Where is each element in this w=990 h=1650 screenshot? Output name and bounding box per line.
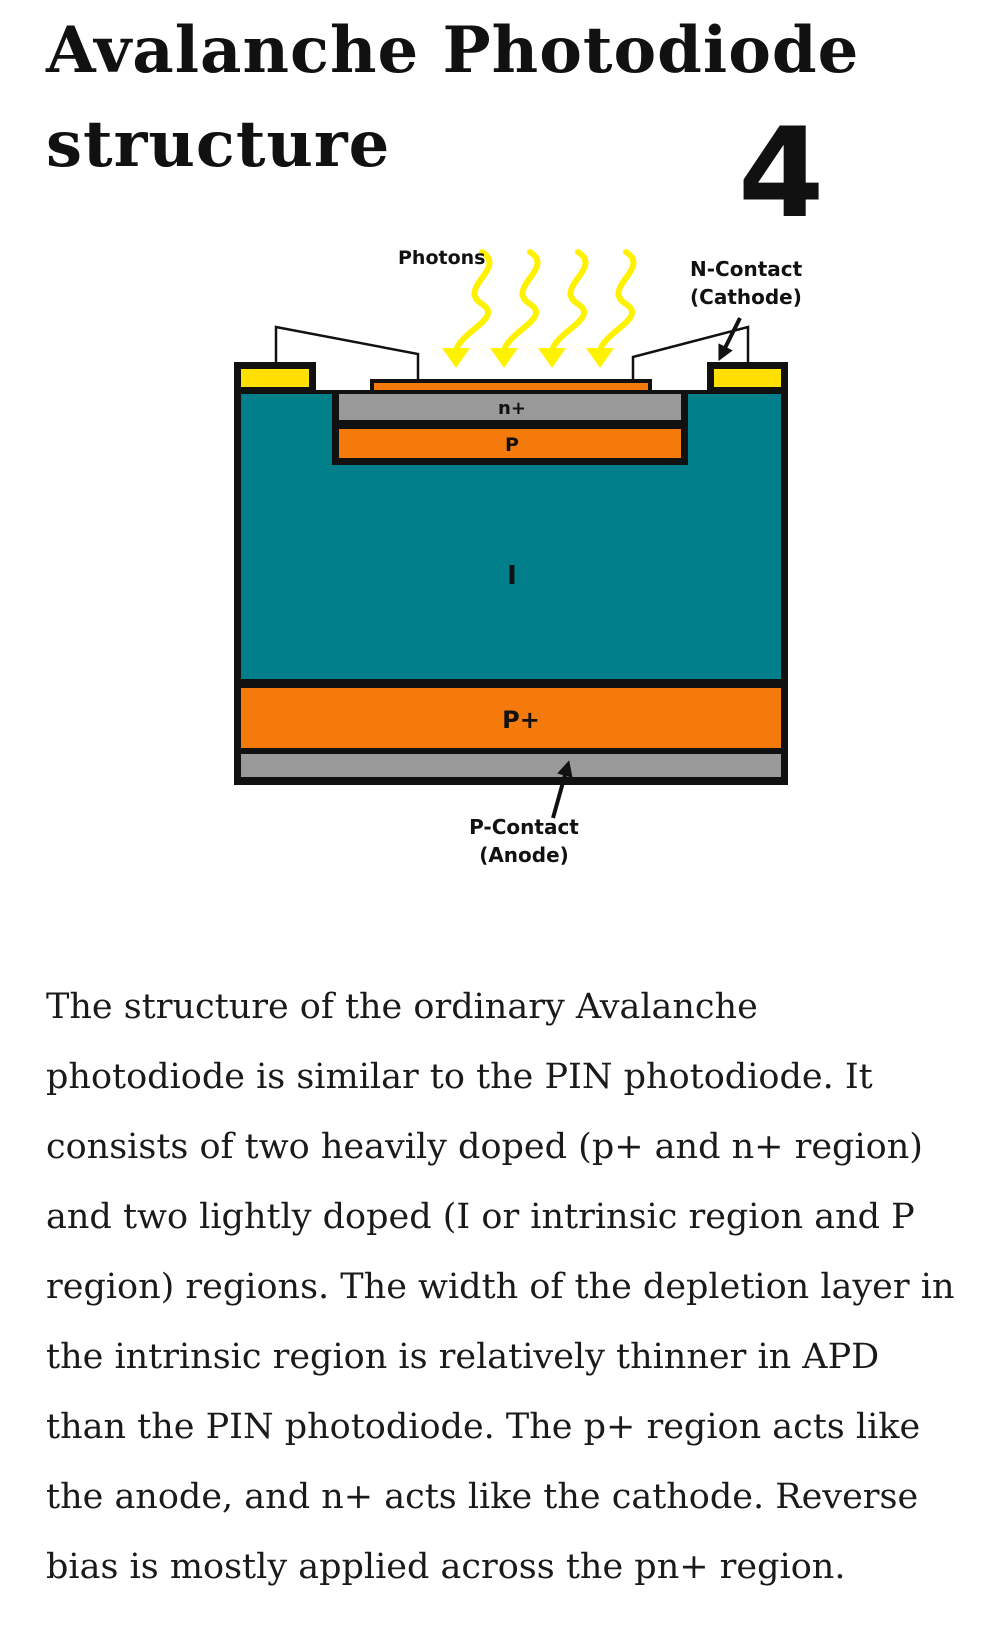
top-electrode [370,379,652,394]
photon-arrowhead [586,348,614,368]
p-contact-label: P-Contact [469,815,579,839]
anode-pointer-arrow [551,760,573,819]
left-contact-metal [241,369,309,387]
anode-label: (Anode) [479,843,569,867]
photon-arrowhead [442,348,470,368]
apd-structure-diagram: Photons N-Contact (Cathode) n+ P I P+ P-… [234,247,803,867]
cathode-label: (Cathode) [690,285,802,309]
photon-arrow [596,249,637,361]
p-region [339,429,681,458]
n-plus-region [339,394,681,420]
photon-arrowhead [538,348,566,368]
n-plus-label: n+ [498,398,526,419]
p-plus-region [241,688,781,748]
right-wire [631,325,750,381]
n-contact-label: N-Contact [690,257,803,281]
description-paragraph: The structure of the ordinary Avalanche … [46,987,955,1587]
right-contact-metal [714,369,781,387]
cathode-pointer-arrow [718,317,742,362]
page-title: Avalanche Photodiode structure [46,13,860,182]
left-wire [274,325,420,381]
photon-arrows [452,249,637,361]
photon-arrowheads [442,348,614,368]
photon-arrow [548,249,589,361]
p-label: P [505,434,519,456]
p-plus-label: P+ [502,706,540,734]
photon-arrowhead [490,348,518,368]
photons-label: Photons [398,247,485,269]
step-number: 4 [738,102,825,246]
photon-arrow [500,249,541,361]
photon-arrow [452,249,493,361]
p-contact-layer [241,754,781,777]
intrinsic-label: I [507,561,517,591]
